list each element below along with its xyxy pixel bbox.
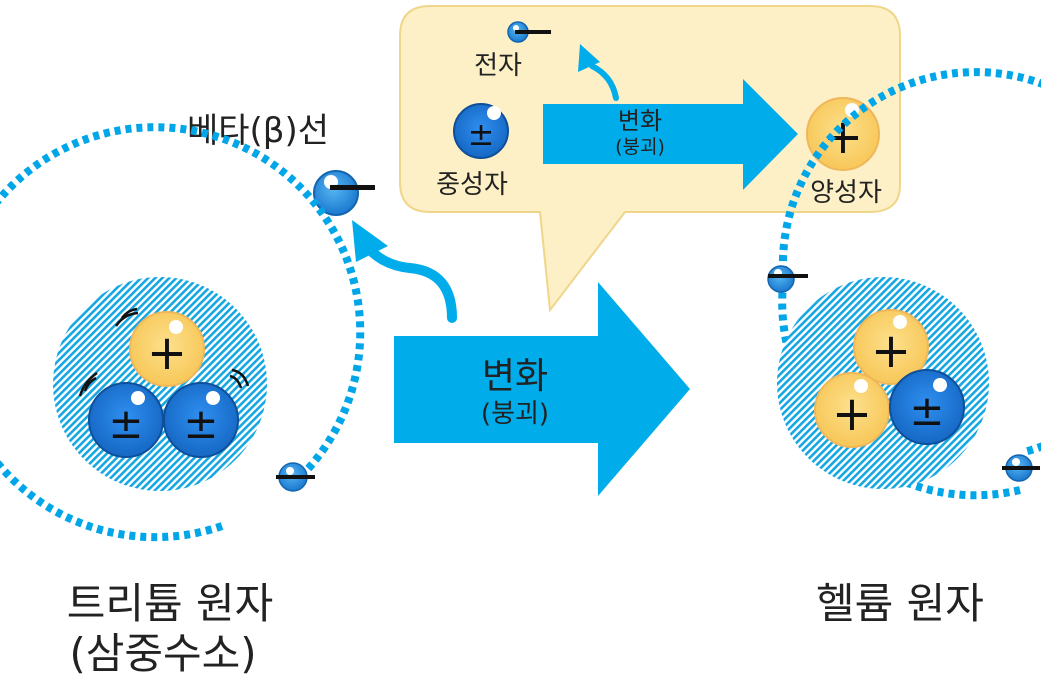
tritium-atom: + ± ± (0, 123, 365, 542)
callout-curved-arrow (578, 44, 619, 101)
svg-text:+: + (832, 386, 872, 442)
main-decay-arrow (394, 282, 690, 496)
helium-electron-1 (767, 265, 795, 293)
tritium-neutron-2 (163, 382, 239, 458)
svg-text:+: + (147, 325, 187, 381)
svg-text:±: ± (108, 399, 143, 448)
callout-proton-label: 양성자 (810, 178, 882, 208)
beta-emission-arrow (352, 220, 457, 323)
neutron-symbol: ± (468, 115, 495, 153)
svg-text:±: ± (909, 386, 944, 435)
callout-arrow (543, 79, 798, 190)
helium-proton-2 (814, 372, 890, 448)
helium-proton-1 (853, 309, 929, 385)
callout-neutron-label: 중성자 (436, 170, 508, 200)
helium-label: 헬륨 원자 (816, 579, 984, 628)
callout-arrow-title: 변화 (618, 107, 662, 135)
beta-electron (313, 170, 375, 216)
helium-atom: + + ± (767, 68, 1041, 500)
beta-ray-label: 베타(β)선 (187, 111, 329, 151)
tritium-orbit (0, 123, 365, 542)
callout-neutron: ± (453, 103, 509, 159)
main-arrow-sub: (붕괴) (481, 399, 549, 429)
svg-text:+: + (871, 323, 911, 379)
main-arrow-title: 변화 (482, 356, 548, 397)
callout-electron (507, 21, 551, 43)
callout-arrow-sub: (붕괴) (615, 136, 665, 158)
callout-proton: + (806, 97, 880, 171)
tritium-proton (129, 311, 205, 387)
tritium-sublabel: (삼중수소) (69, 629, 256, 677)
helium-orbit (778, 68, 1041, 456)
svg-text:±: ± (183, 399, 218, 448)
callout-electron-label: 전자 (474, 51, 522, 81)
tritium-label: 트리튬 원자 (67, 579, 274, 628)
